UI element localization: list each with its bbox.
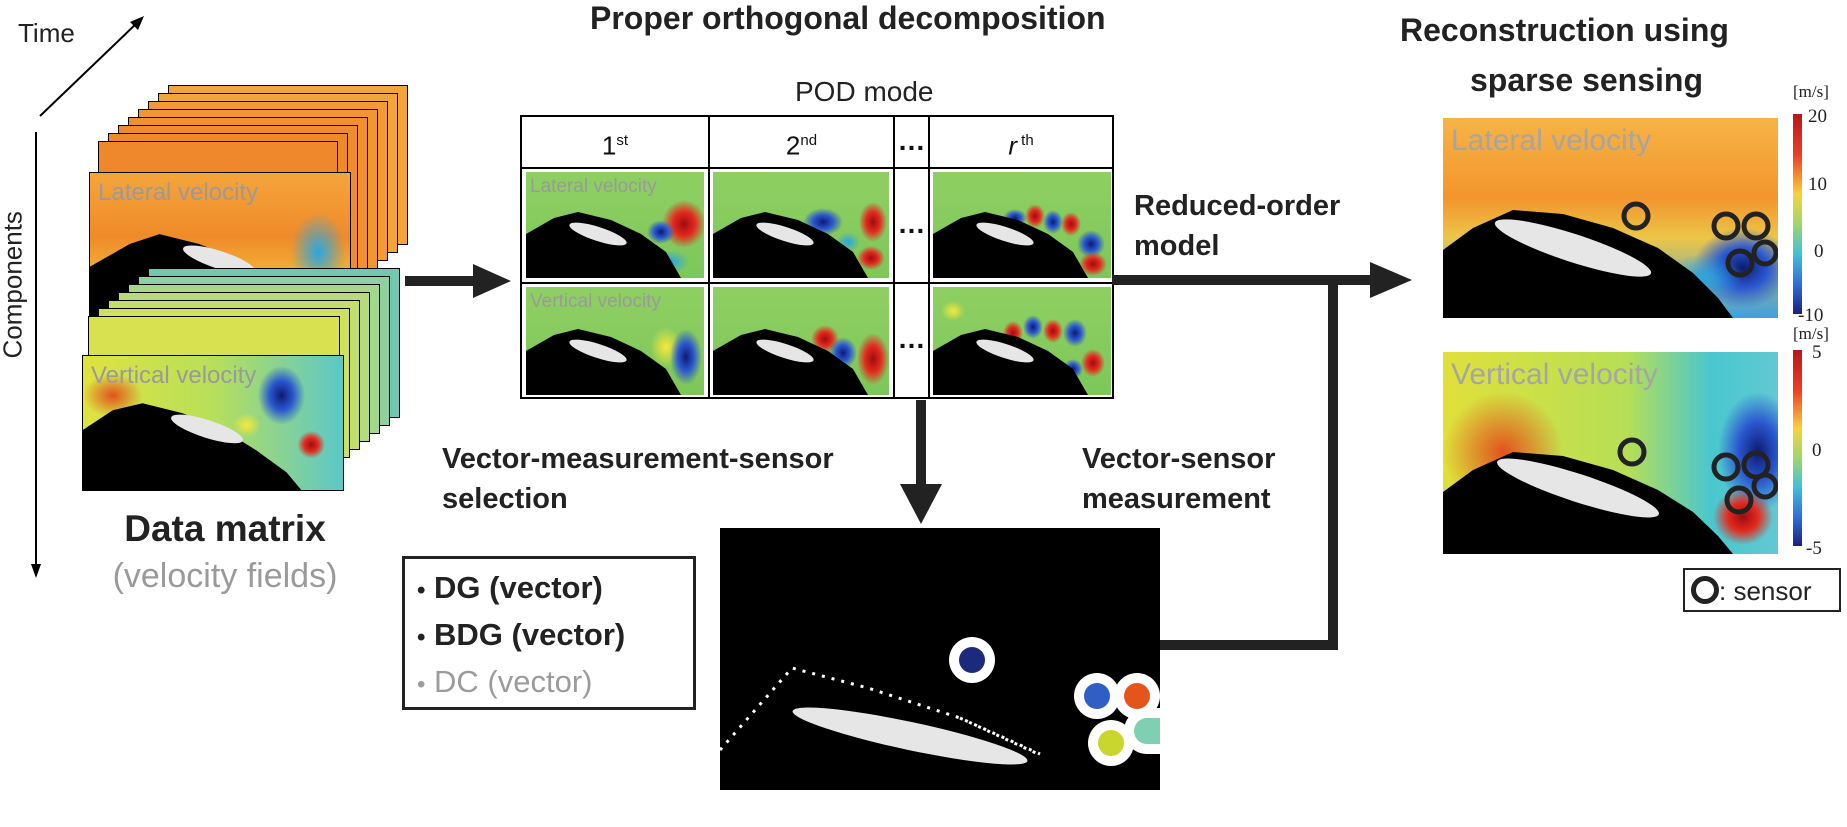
- pod-column-rth: r th: [1008, 130, 1034, 161]
- lateral-tick-neg10: -10: [1798, 305, 1824, 326]
- method-item-bdg: • BDG (vector): [417, 617, 626, 652]
- methods-box: • DG (vector) • BDG (vector) • DC (vecto…: [402, 556, 696, 710]
- data-matrix-vertical-label: Vertical velocity: [91, 362, 257, 389]
- sensor-selection-label-line1: Vector-measurement-sensor: [442, 443, 834, 475]
- sensor-dot-4-inner: [1098, 730, 1124, 756]
- vertical-colorbar-unit: [m/s]: [1793, 324, 1829, 343]
- pod-column-ellipsis: …: [897, 125, 926, 156]
- pod-mode1-lateral: Lateral velocity: [526, 172, 704, 278]
- reconstruction-title-line1: Reconstruction using: [1400, 12, 1729, 48]
- sensor-measurement-label-line2: measurement: [1082, 483, 1271, 515]
- sensor-dot-5-inner: [1134, 718, 1160, 744]
- arrow-to-sensor-selection: [900, 400, 942, 524]
- pod-column-1st: 1st: [601, 130, 629, 161]
- reconstruction-vertical-label: Vertical velocity: [1451, 358, 1658, 391]
- components-axis-label: Components: [0, 211, 28, 359]
- data-matrix-title: Data matrix: [124, 508, 326, 549]
- reconstruction-vertical-field: Vertical velocity: [1443, 352, 1778, 554]
- lateral-tick-20: 20: [1808, 106, 1827, 127]
- lateral-colorbar: [1793, 114, 1802, 314]
- reduced-order-label-line1: Reduced-order: [1134, 190, 1341, 222]
- sensor-dot-1-inner: [959, 647, 985, 673]
- pod-lateral-label: Lateral velocity: [530, 176, 657, 197]
- vertical-tick-0: 0: [1812, 440, 1822, 461]
- lateral-tick-10: 10: [1808, 174, 1827, 195]
- sensor-legend: : sensor: [1683, 568, 1841, 612]
- vertical-tick-neg5: -5: [1806, 538, 1822, 559]
- sensor-legend-label: : sensor: [1719, 576, 1812, 606]
- pod-moder-vertical: [933, 287, 1111, 395]
- sensor-measurement-label-line1: Vector-sensor: [1082, 443, 1276, 475]
- lateral-colorbar-unit: [m/s]: [1793, 82, 1829, 101]
- pod-vertical-label: Vertical velocity: [530, 291, 661, 312]
- reconstruction-lateral-label: Lateral velocity: [1451, 124, 1652, 157]
- reconstruction-title-line2: sparse sensing: [1470, 62, 1703, 98]
- pod-row1-ellipsis: …: [897, 208, 926, 239]
- pod-column-2nd: 2nd: [785, 130, 818, 161]
- pod-mode2-lateral: [713, 172, 889, 278]
- arrow-to-pod: [405, 264, 511, 298]
- method-item-dg: • DG (vector): [417, 570, 603, 605]
- pod-row2-ellipsis: …: [897, 323, 926, 354]
- sensor-legend-icon: [1691, 576, 1719, 604]
- reduced-order-label-line2: model: [1134, 230, 1220, 262]
- time-axis-label: Time: [18, 18, 75, 48]
- pod-moder-lateral: [933, 172, 1111, 278]
- components-axis-arrow: [31, 132, 41, 578]
- sensor-dot-2-inner: [1084, 683, 1110, 709]
- pod-title: Proper orthogonal decomposition: [590, 0, 1106, 36]
- arrow-to-reconstruction: [1112, 262, 1412, 648]
- pod-mode-label: POD mode: [795, 76, 934, 107]
- data-matrix-vertical-field: Vertical velocity: [82, 355, 344, 491]
- data-matrix-lateral-label: Lateral velocity: [98, 179, 259, 206]
- reconstruction-lateral-field: Lateral velocity: [1443, 118, 1778, 318]
- vertical-tick-5: 5: [1812, 342, 1822, 363]
- data-matrix-subtitle: (velocity fields): [112, 557, 338, 595]
- sensor-dot-3-inner: [1124, 683, 1150, 709]
- pod-mode1-vertical: Vertical velocity: [526, 287, 704, 395]
- time-axis-arrow: [39, 16, 144, 117]
- method-item-dc: • DC (vector): [417, 664, 593, 699]
- vertical-colorbar: [1793, 350, 1802, 546]
- lateral-tick-0: 0: [1814, 241, 1824, 262]
- pod-mode-table: 1st 2nd … r th Lateral velocity …: [520, 115, 1114, 399]
- sensor-placement-panel: [718, 528, 1160, 790]
- measurement-connector: [1160, 640, 1338, 650]
- pod-mode2-vertical: [713, 287, 889, 395]
- sensor-selection-label-line2: selection: [442, 483, 568, 515]
